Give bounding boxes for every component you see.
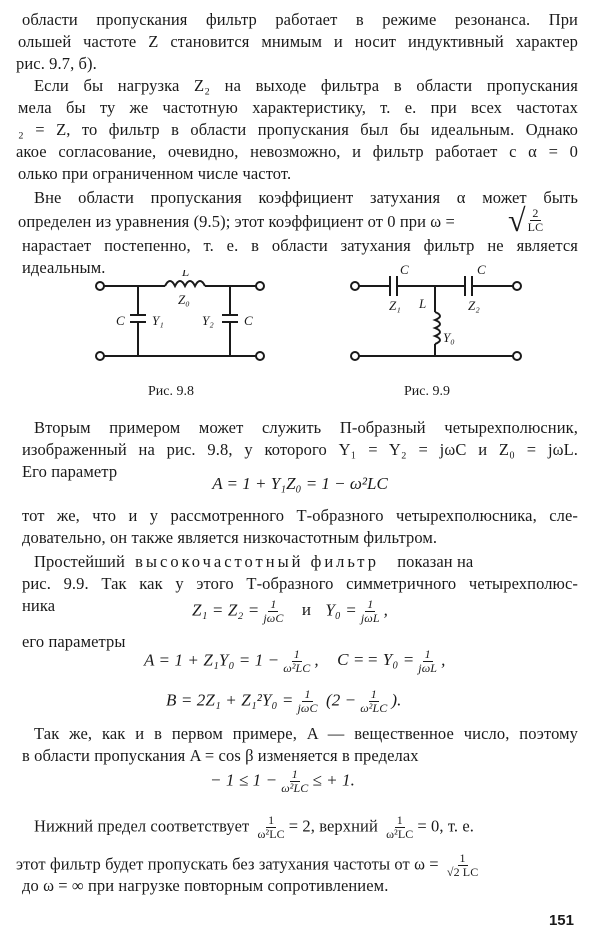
- text-line: идеальным.: [22, 258, 106, 277]
- text-line: его параметры: [22, 632, 126, 651]
- text-line: Его параметр: [22, 462, 118, 481]
- numerator: 1: [268, 597, 279, 612]
- formula-part: Z₁ = Z₂ =: [192, 600, 260, 620]
- denominator: jωC: [263, 611, 284, 625]
- figure-9-8-circuit: L Z₀ C Y₁ Y₂ C: [95, 270, 265, 361]
- formula-part: Y₀ =: [325, 600, 357, 620]
- fig1-label-Y1: Y₁: [152, 313, 164, 328]
- formula-A-parameter: A = 1 + Y₁Z₀ = 1 − ω²LC: [212, 474, 388, 493]
- formula-part: ≤ + 1.: [312, 770, 355, 790]
- denominator: ω²LC: [257, 827, 285, 841]
- figure-caption: Рис. 9.9: [404, 384, 450, 399]
- text-span: Простейший: [34, 552, 125, 571]
- text-span: показан на: [397, 552, 474, 571]
- fig2-label-Y0: Y₀: [443, 330, 455, 345]
- formula-part: − 1 ≤ 1 −: [210, 770, 278, 790]
- denominator: ω²LC: [281, 781, 309, 795]
- fig1-label-C-right: C: [244, 313, 253, 328]
- denominator: ω²LC: [386, 827, 414, 841]
- formula-part: A = 1 + Z₁Y₀ = 1 −: [144, 650, 280, 670]
- formula-part: ,: [441, 650, 446, 670]
- text-line: Так же, как и в первом примере, A — веще…: [34, 724, 578, 743]
- formula-part: C =: [337, 650, 365, 670]
- fig1-label-Y2: Y₂: [202, 313, 214, 328]
- formula-part: ).: [391, 690, 402, 710]
- denominator: ω²LC: [360, 701, 388, 715]
- denominator: √2 LC: [446, 865, 479, 879]
- denominator: jωC: [297, 701, 318, 715]
- text-line: мела бы ту же частотную характеристику, …: [18, 98, 578, 117]
- text-line: изображенный на рис. 9.8, у которого Y₁ …: [22, 440, 578, 459]
- fig2-label-C-left: C: [400, 262, 409, 277]
- text-line: олько при ограниченном числе частот.: [18, 164, 292, 183]
- fig2-label-C-right: C: [477, 262, 486, 277]
- numerator: 2: [530, 205, 541, 221]
- fig1-label-C-left: C: [116, 313, 125, 328]
- numerator: 1: [394, 813, 405, 828]
- text-line: Вторым примером может служить П-образный…: [34, 418, 578, 437]
- numerator: 1: [457, 851, 468, 866]
- formula-part: ,: [383, 600, 389, 620]
- numerator: 1: [365, 597, 376, 612]
- numerator: 1: [291, 647, 302, 662]
- text-line: Если бы нагрузка Z₂ на выходе фильтра в …: [34, 76, 578, 95]
- text-line: ника: [22, 596, 56, 615]
- fig2-label-L: L: [418, 296, 426, 311]
- formula-part: ,: [314, 650, 319, 670]
- numerator: 1: [266, 813, 277, 828]
- figure-9-9-circuit: C C Z₁ Z₂ L Y₀: [350, 262, 522, 361]
- text-span: = 0, т. е.: [417, 816, 474, 836]
- formula-part: и: [301, 600, 312, 620]
- text-line: акое согласование, очевидно, невозможно,…: [16, 142, 578, 161]
- fig1-label-Z0: Z₀: [178, 292, 190, 307]
- numerator: 1: [302, 687, 313, 702]
- text-span: этот фильтр будет пропускать без затухан…: [16, 854, 439, 874]
- text-line: этот фильтр будет пропускать без затухан…: [16, 852, 482, 879]
- text-line: области пропускания фильтр работает в ре…: [22, 10, 578, 29]
- formula-part: B = 2Z₁ + Z₁²Y₀ =: [166, 690, 294, 710]
- denominator: ω²LC: [283, 661, 311, 675]
- denominator: jωL: [418, 661, 438, 675]
- fig2-label-Z2: Z₂: [468, 298, 480, 313]
- spaced-emphasis: высокочастотный фильтр: [135, 552, 379, 571]
- numerator: 1: [422, 647, 433, 662]
- formula-part: = Y₀ =: [366, 650, 415, 670]
- figure-caption: Рис. 9.8: [148, 384, 194, 399]
- fig2-label-Z1: Z₁: [389, 298, 401, 313]
- numerator: 1: [289, 767, 300, 782]
- text-line: тот же, что и у рассмотренного Т-образно…: [22, 506, 578, 525]
- text-line: определен из уравнения (9.5); этот коэфф…: [18, 212, 455, 231]
- text-line: рис. 9.7, б).: [16, 54, 97, 73]
- text-line: рис. 9.9. Так как у этого Т-образного си…: [22, 574, 578, 593]
- fig1-label-L: L: [181, 270, 189, 279]
- numerator: 1: [368, 687, 379, 702]
- text-line: до ω = ∞ при нагрузке повторным сопротив…: [22, 876, 389, 895]
- formula-part: (2 −: [325, 690, 357, 710]
- page-number: 151: [548, 912, 574, 929]
- text-line: ольшей частоте Z становится мнимым и нос…: [18, 32, 578, 51]
- denominator: jωL: [360, 611, 380, 625]
- text-line: в области пропускания A = cos β изменяет…: [22, 746, 419, 765]
- denominator: LC: [527, 219, 544, 234]
- text-span: Нижний предел соответствует: [34, 816, 250, 836]
- text-line: Вне области пропускания коэффициент зату…: [34, 188, 578, 207]
- text-line: Простейший высокочастотный фильтр показа…: [34, 552, 473, 572]
- text-line: довательно, он также является низкочасто…: [22, 528, 438, 547]
- text-line: нарастает постепенно, т. е. в области за…: [22, 236, 578, 255]
- text-span: = 2, верхний: [288, 816, 378, 836]
- text-line: ₂ = Z, то фильтр в области пропускания б…: [18, 120, 578, 139]
